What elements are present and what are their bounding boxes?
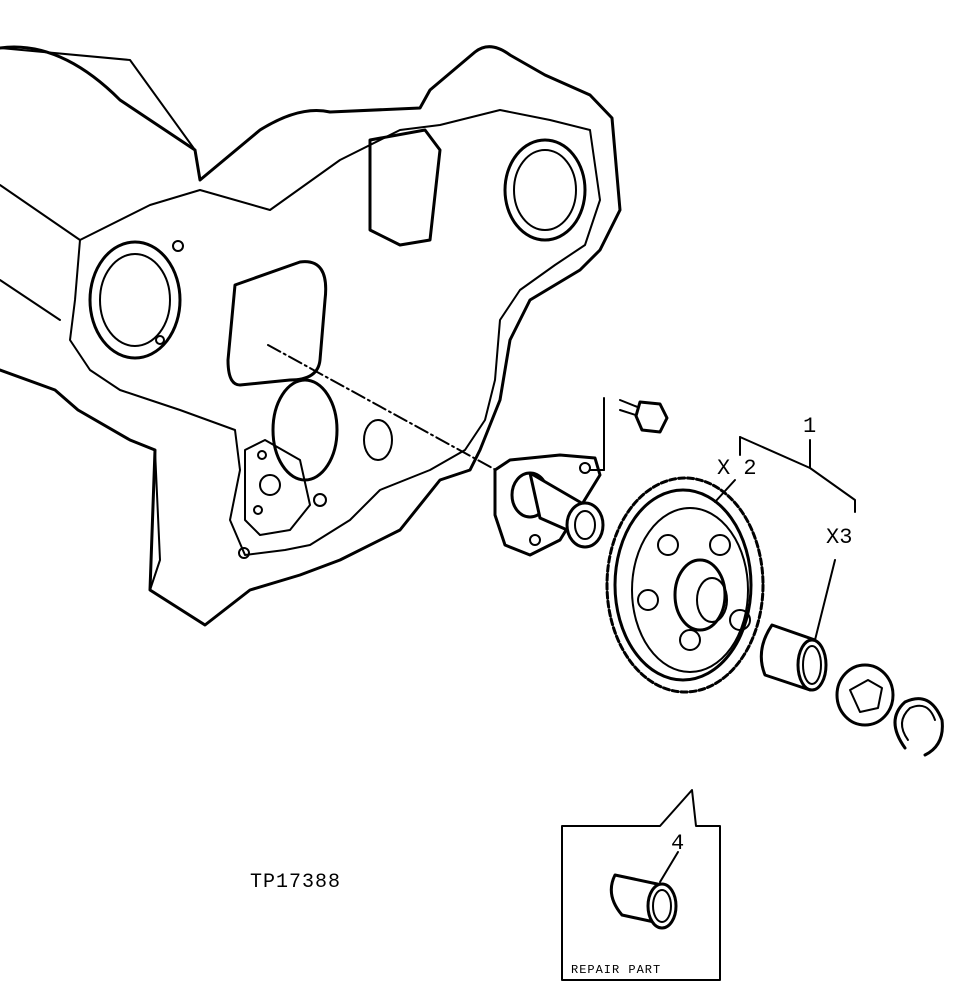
callout-leaders [714, 436, 856, 641]
alignment-centerline [267, 344, 506, 476]
figure-id: TP17388 [250, 871, 342, 894]
thrust-washer [835, 663, 895, 727]
repair-part-box [561, 789, 721, 981]
snap-ring [893, 697, 944, 757]
callout-assembly-number: 1 [803, 414, 817, 439]
callout-repair-part-number: 4 [671, 831, 685, 856]
callout-bushing-quantity: X3 [826, 525, 853, 550]
callout-gear-quantity: X 2 [717, 456, 757, 481]
idler-gear [605, 476, 765, 694]
engine-front-housing [0, 45, 622, 627]
bolt [589, 397, 669, 471]
repair-part-label: REPAIR PART [571, 963, 662, 977]
idler-shaft [493, 453, 605, 557]
bushing [759, 623, 828, 692]
